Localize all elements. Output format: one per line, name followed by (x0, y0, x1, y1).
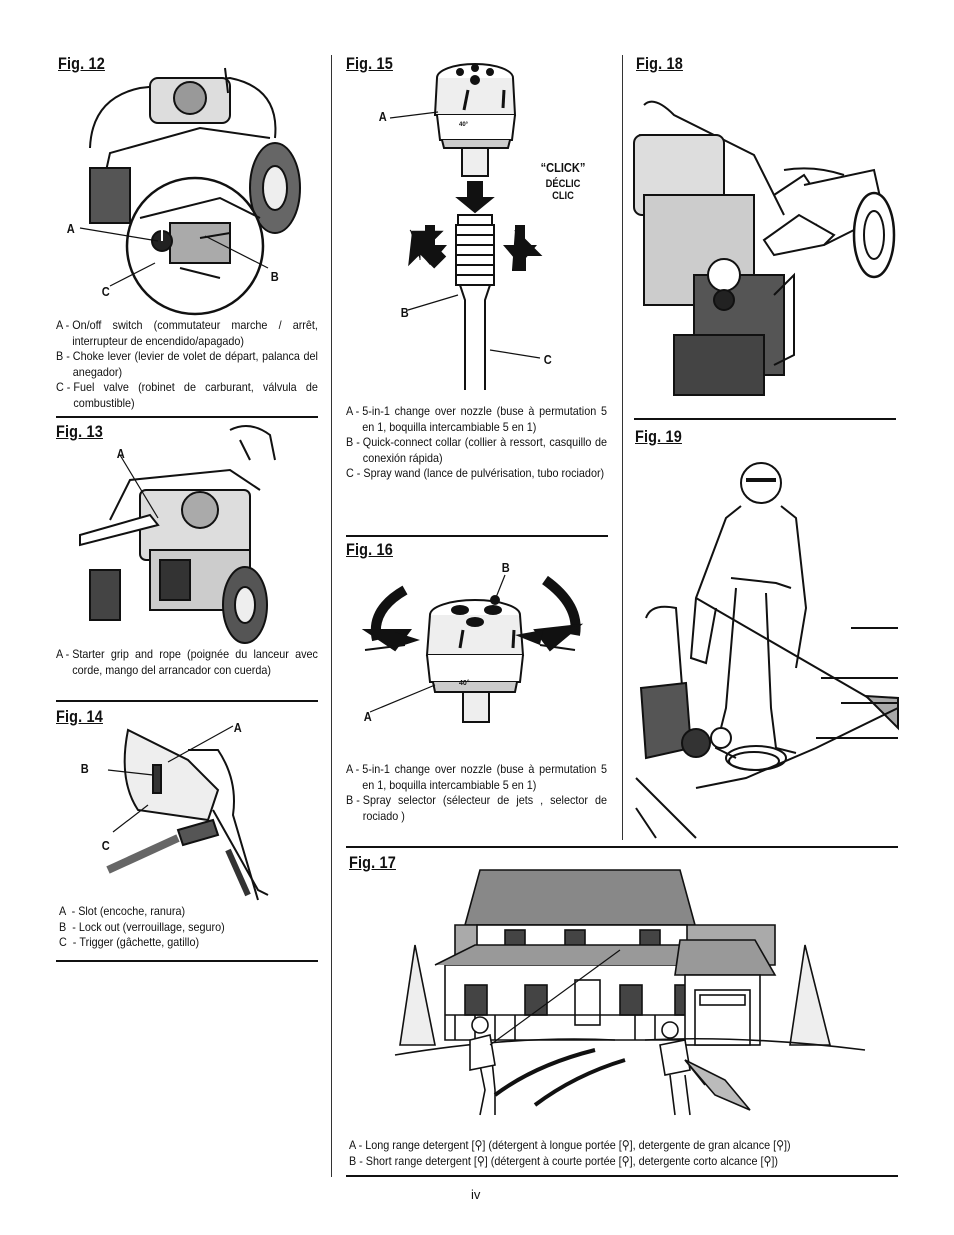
column-divider-right (622, 55, 623, 840)
fig16-title: Fig. 16 (346, 540, 393, 559)
legend-item: B - Quick-connect collar (collier à ress… (346, 435, 607, 465)
legend-item: B - Choke lever (levier de volet de dépa… (56, 349, 318, 379)
legend-item: A - On/off switch (commutateur marche / … (56, 318, 318, 348)
fig13-callout-a: A (116, 446, 125, 461)
fig12-rule (56, 416, 318, 418)
legend-item: A - 5-in-1 change over nozzle (buse à pe… (346, 762, 607, 792)
legend-item: B - Short range detergent [⚲] (détergent… (349, 1153, 778, 1168)
legend-item: A - Slot (encoche, ranura) (59, 904, 186, 918)
legend-item: C - Trigger (gâchette, gatillo) (59, 935, 200, 949)
fig12-callout-a: A (66, 221, 75, 236)
fig18-illustration (633, 100, 896, 396)
fig12-callout-b: B (270, 269, 279, 284)
down-arrows (413, 225, 537, 265)
fig17-illustration (394, 869, 866, 1116)
legend-item: A - Starter grip and rope (poignée du la… (56, 647, 318, 677)
fig16-leader-lines (369, 574, 506, 713)
fig14-rule (56, 960, 318, 962)
fig17-legend: A - Long range detergent [⚲] (détergent … (349, 1138, 871, 1169)
fig13-legend: A - Starter grip and rope (poignée du la… (56, 647, 318, 678)
fig19-illustration (635, 462, 899, 839)
fig16-nozzle-mark: 40° (459, 680, 470, 687)
fig17-title: Fig. 17 (349, 853, 396, 872)
legend-item: B - Spray selector (sélecteur de jets , … (346, 793, 607, 823)
fig16-callout-a: A (363, 709, 372, 724)
fig18-title: Fig. 18 (636, 54, 683, 73)
click-label: “CLICK” DÉCLIC CLIC (540, 160, 586, 202)
fig12-legend: A - On/off switch (commutateur marche / … (56, 318, 318, 411)
fig15-illustration (408, 63, 543, 390)
fig12-title: Fig. 12 (58, 54, 105, 73)
fig16-legend: A - 5-in-1 change over nozzle (buse à pe… (346, 762, 607, 824)
fig16-callout-b: B (501, 560, 510, 575)
fig16-illustration (361, 575, 584, 723)
fig15-callout-c: C (543, 352, 552, 367)
legend-item: A - 5-in-1 change over nozzle (buse à pe… (346, 404, 607, 434)
fig14-callout-a: A (233, 720, 242, 735)
fig12-callout-c: C (101, 284, 110, 299)
fig19-title: Fig. 19 (635, 427, 682, 446)
fig15-nozzle-mark: 40° (459, 122, 469, 128)
fig17-top-rule (346, 846, 898, 848)
fig18-rule (634, 418, 896, 420)
column-divider-left (331, 55, 332, 1177)
fig13-illustration (79, 425, 276, 644)
fig14-title: Fig. 14 (56, 707, 103, 726)
fig13-rule (56, 700, 318, 702)
fig15-leader-lines (389, 111, 541, 359)
fig14-callout-b: B (80, 761, 89, 776)
fig15-callout-b: B (400, 305, 409, 320)
fig12-illustration (79, 67, 301, 316)
legend-item: C - Spray wand (lance de pulvérisation, … (346, 466, 605, 480)
fig13-title: Fig. 13 (56, 422, 103, 441)
fig15-callout-a: A (378, 109, 387, 124)
fig14-illustration (106, 725, 269, 901)
fig17-bottom-rule (346, 1175, 898, 1177)
legend-item: A - Long range detergent [⚲] (détergent … (349, 1138, 791, 1152)
legend-item: B - Lock out (verrouillage, seguro) (59, 919, 225, 934)
fig15-title: Fig. 15 (346, 54, 393, 73)
fig14-legend: A - Slot (encoche, ranura) B - Lock out … (59, 904, 293, 951)
fig14-callout-c: C (101, 838, 110, 853)
fig15-rule (346, 535, 608, 537)
legend-item: C - Fuel valve (robinet de carburant, vá… (56, 380, 318, 410)
fig15-legend: A - 5-in-1 change over nozzle (buse à pe… (346, 404, 607, 482)
page-number: iv (471, 1187, 481, 1202)
